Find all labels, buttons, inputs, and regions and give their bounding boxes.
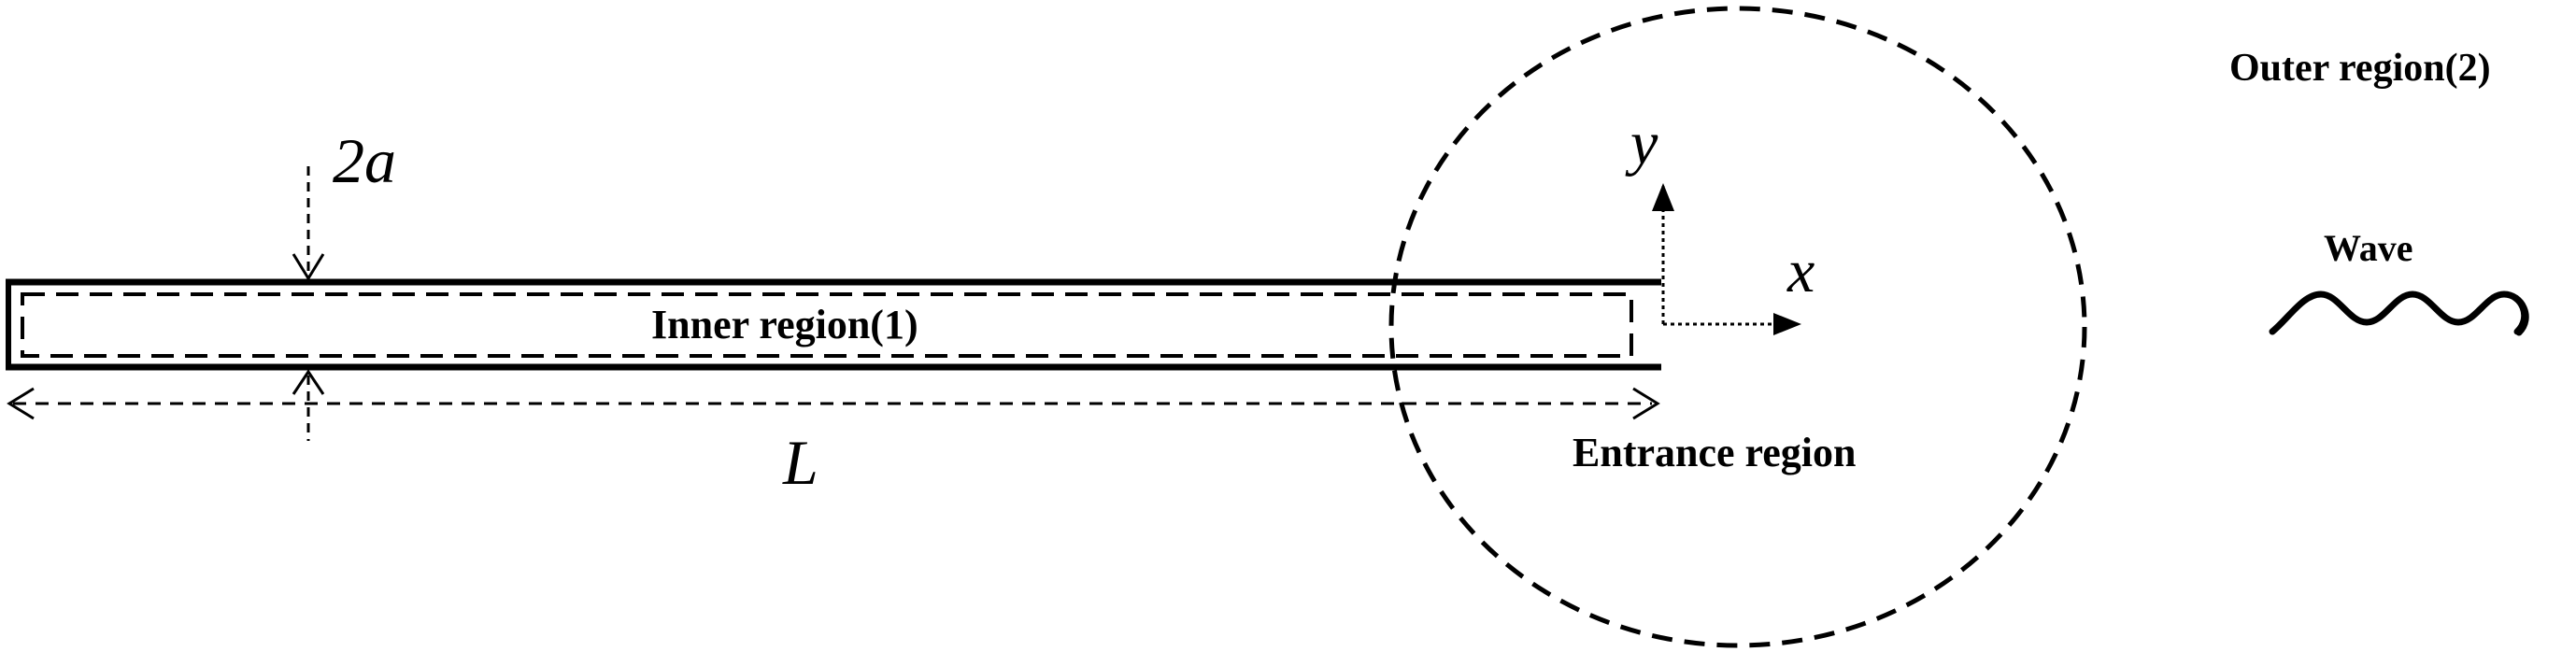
inner-region-label: Inner region(1) bbox=[651, 302, 918, 347]
outer-region-label: Outer region(2) bbox=[2229, 47, 2491, 90]
x-axis-arrowhead bbox=[1773, 313, 1801, 335]
thickness-arrow-down bbox=[292, 253, 325, 281]
length-arrow-right bbox=[1632, 387, 1660, 420]
thickness-indicator bbox=[292, 166, 325, 441]
x-axis-label: x bbox=[1786, 237, 1815, 305]
waveguide bbox=[6, 278, 1661, 371]
entrance-region-label: Entrance region bbox=[1573, 430, 1857, 475]
thickness-arrow-up bbox=[292, 369, 325, 395]
thickness-label: 2a bbox=[333, 125, 396, 196]
length-arrow-left bbox=[7, 387, 35, 420]
wave-symbol bbox=[2269, 291, 2529, 336]
length-indicator bbox=[7, 387, 1660, 420]
wave-label: Wave bbox=[2324, 227, 2413, 269]
coordinate-axes bbox=[1652, 183, 1801, 335]
inner-region-box bbox=[21, 292, 1633, 358]
length-label: L bbox=[782, 427, 818, 498]
y-axis-label: y bbox=[1625, 109, 1658, 177]
entrance-region-circle bbox=[1388, 6, 2087, 648]
y-axis-arrowhead bbox=[1652, 183, 1674, 211]
